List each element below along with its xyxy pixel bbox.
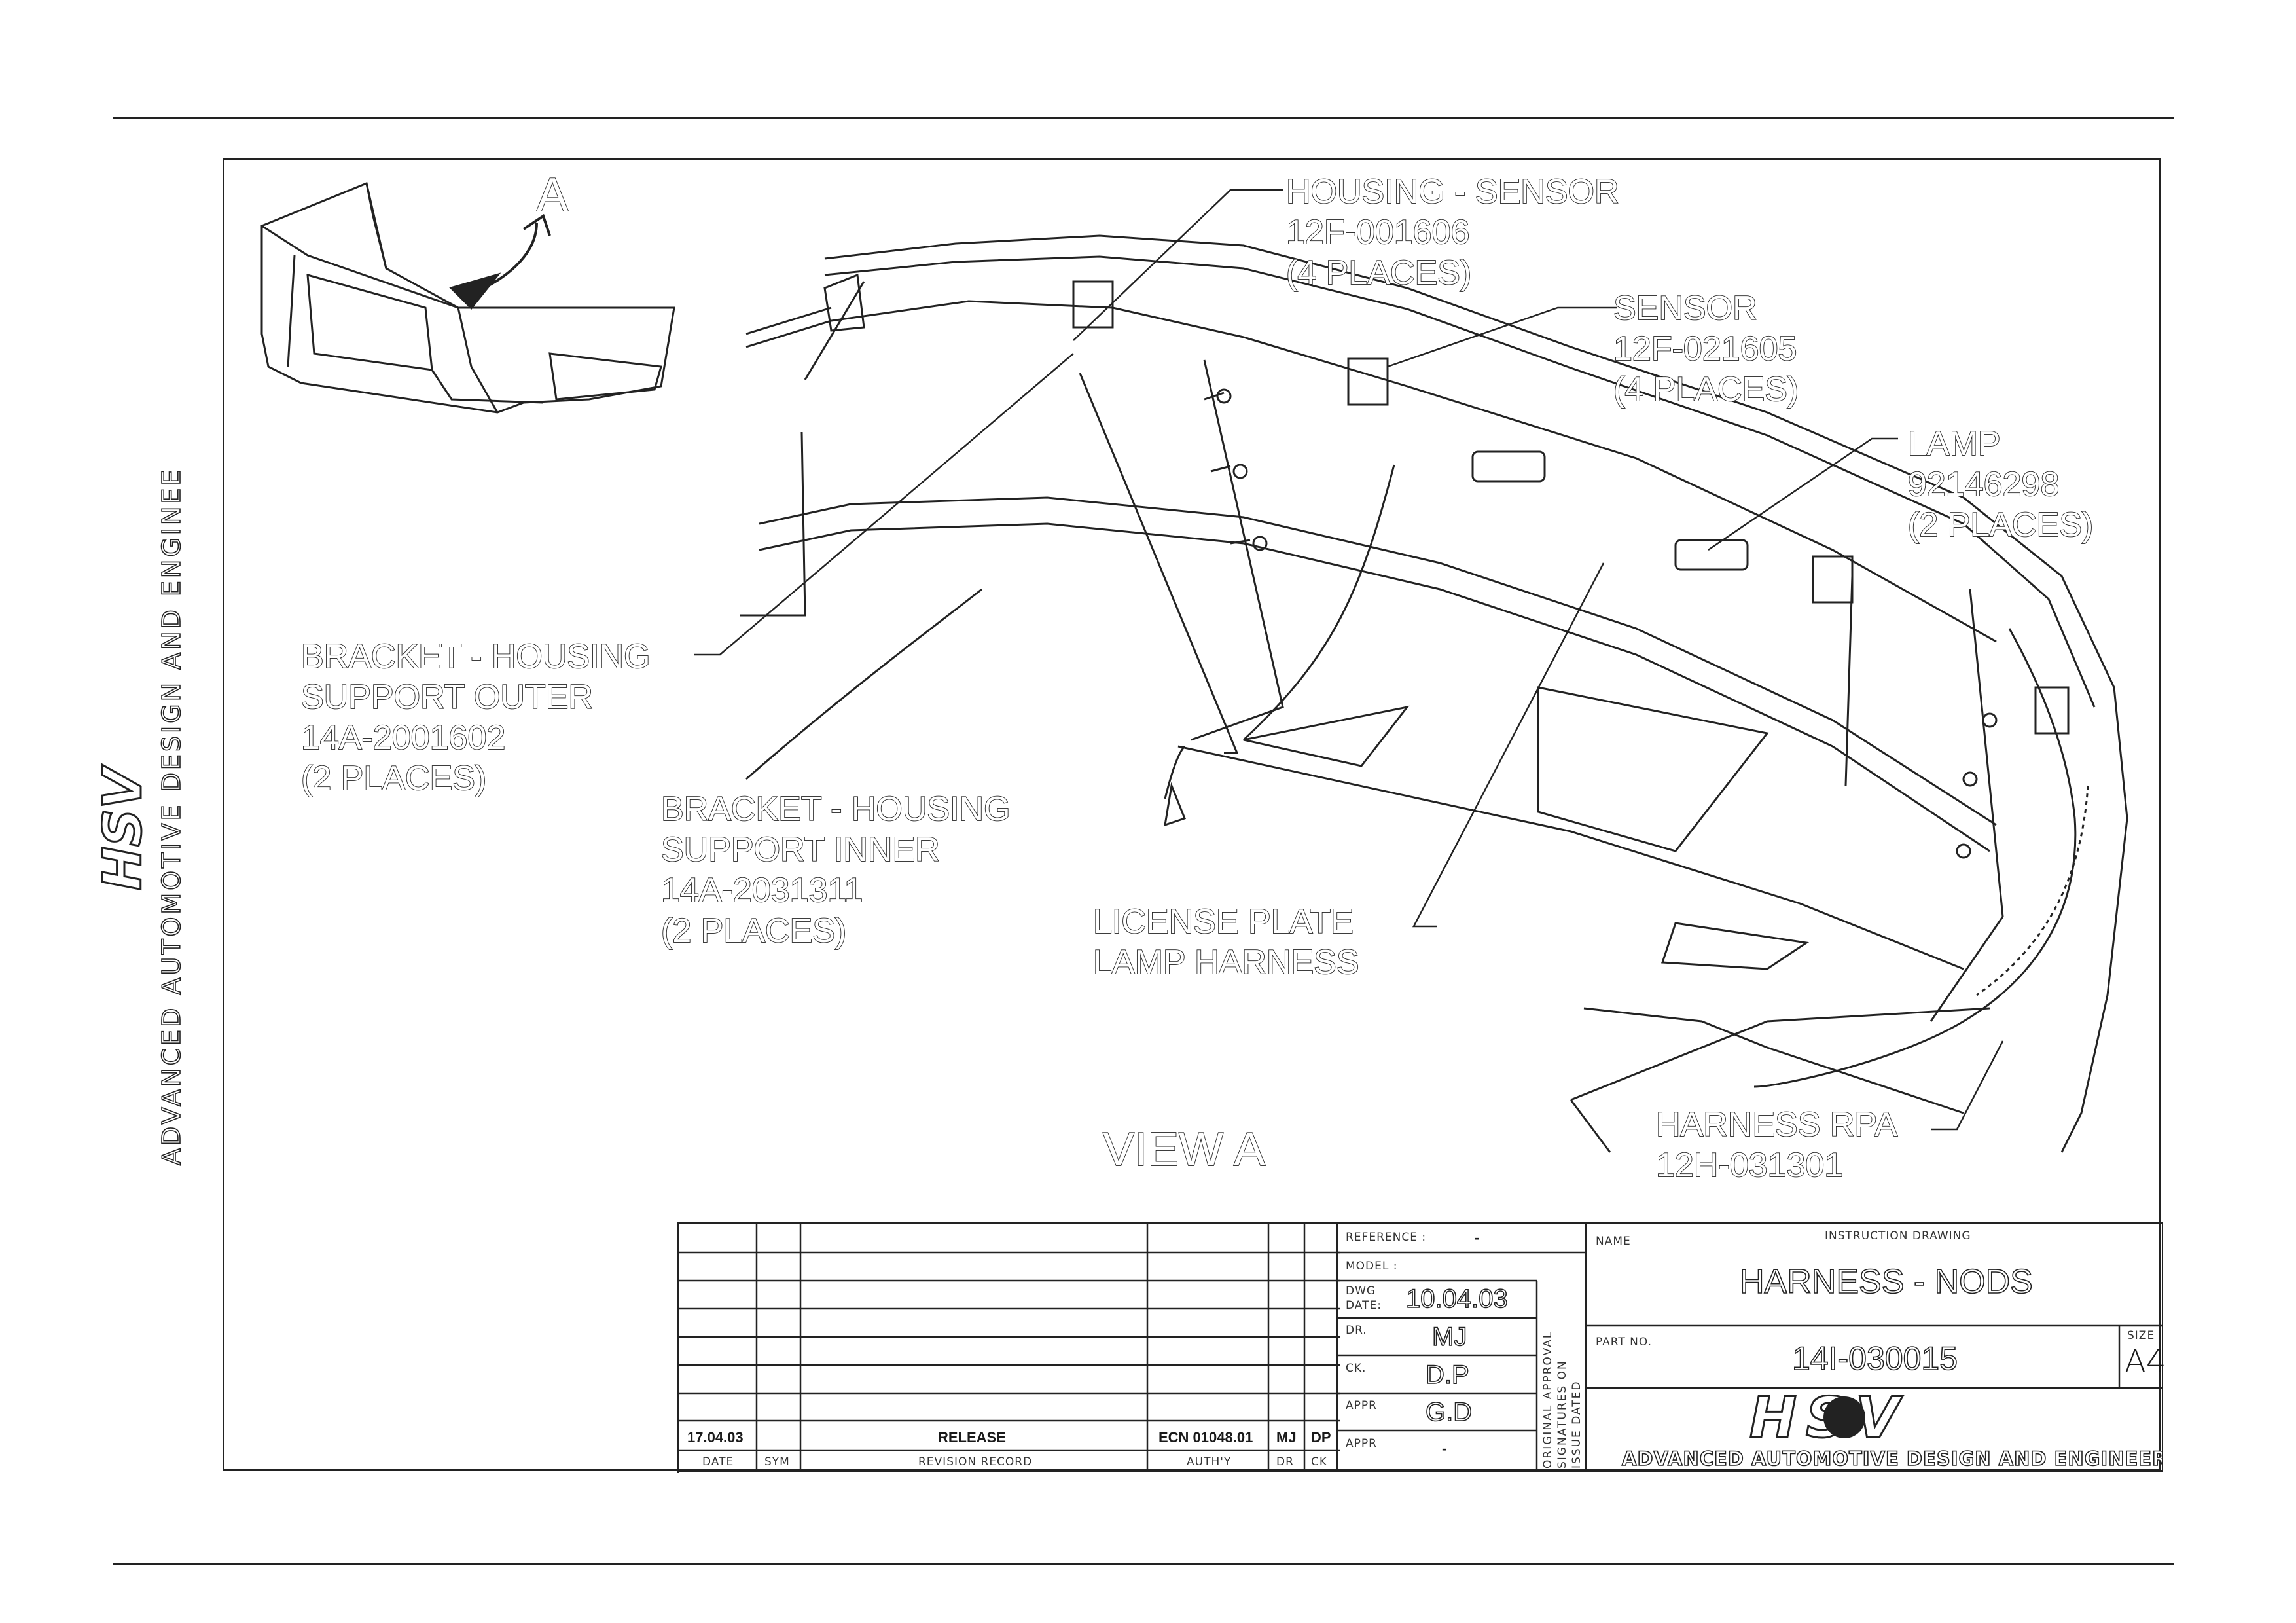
model-label: MODEL : — [1346, 1260, 1398, 1273]
svg-text:(2 PLACES): (2 PLACES) — [1908, 506, 2093, 544]
header-sym: SYM — [764, 1455, 790, 1468]
lion-emblem-icon — [1823, 1396, 1865, 1438]
svg-text:HARNESS RPA: HARNESS RPA — [1656, 1106, 1897, 1144]
revision-auth: ECN 01048.01 — [1158, 1429, 1253, 1446]
svg-text:12F-001606: 12F-001606 — [1286, 213, 1469, 251]
reference-label: REFERENCE : — [1346, 1231, 1427, 1244]
svg-text:LAMP: LAMP — [1908, 425, 2001, 463]
view-arrow — [449, 213, 551, 310]
side-logo-text: HSV — [101, 764, 153, 890]
svg-text:SUPPORT INNER: SUPPORT INNER — [661, 831, 940, 869]
view-letter: A — [537, 169, 568, 221]
callout-lamp: LAMP 92146298 (2 PLACES) — [1907, 424, 2094, 545]
side-tagline: ADVANCED AUTOMOTIVE DESIGN AND ENGINEERI… — [157, 471, 186, 1165]
svg-text:SIGNATURES ON: SIGNATURES ON — [1556, 1360, 1569, 1468]
header-date: DATE — [702, 1455, 734, 1468]
part-no: 14I-030015 — [1791, 1340, 1958, 1377]
svg-text:BRACKET - HOUSING: BRACKET - HOUSING — [301, 638, 651, 676]
ck-label: CK. — [1346, 1362, 1367, 1375]
svg-text:(4 PLACES): (4 PLACES) — [1286, 254, 1471, 292]
svg-text:ISSUE DATED: ISSUE DATED — [1570, 1380, 1583, 1468]
svg-text:HOUSING - SENSOR: HOUSING - SENSOR — [1286, 173, 1619, 211]
svg-text:BRACKET - HOUSING: BRACKET - HOUSING — [661, 790, 1011, 828]
side-brand: ADVANCED AUTOMOTIVE DESIGN AND ENGINEERI… — [92, 393, 232, 1178]
svg-text:14A-2031311: 14A-2031311 — [661, 871, 863, 909]
svg-text:92146298: 92146298 — [1908, 465, 2059, 503]
svg-text:SUPPORT OUTER: SUPPORT OUTER — [301, 678, 593, 716]
bottom-rule — [113, 1563, 2174, 1565]
svg-text:ORIGINAL APPROVAL: ORIGINAL APPROVAL — [1541, 1331, 1554, 1468]
dr-label: DR. — [1346, 1324, 1367, 1337]
car-inset — [260, 181, 675, 414]
svg-text:LICENSE PLATE: LICENSE PLATE — [1093, 903, 1354, 941]
svg-text:(2 PLACES): (2 PLACES) — [301, 759, 486, 797]
side-logo-icon: ADVANCED AUTOMOTIVE DESIGN AND ENGINEERI… — [92, 393, 187, 1166]
header-revision-record: REVISION RECORD — [918, 1455, 1033, 1468]
appr2-label: APPR — [1346, 1437, 1377, 1450]
size-value: A4 — [2125, 1343, 2166, 1380]
hsv-logo-icon: HSV — [1749, 1388, 1908, 1451]
svg-text:LAMP HARNESS: LAMP HARNESS — [1093, 943, 1359, 981]
title-block-grid — [679, 1224, 2163, 1472]
ck-value: D.P — [1425, 1360, 1469, 1390]
header-ck: CK — [1311, 1455, 1328, 1468]
revision-dr: MJ — [1276, 1429, 1297, 1446]
leader-lines — [694, 189, 2004, 1131]
drawing-type: INSTRUCTION DRAWING — [1825, 1230, 1971, 1243]
svg-text:12F-021605: 12F-021605 — [1613, 330, 1797, 368]
svg-text:SENSOR: SENSOR — [1613, 289, 1757, 327]
approval-note: ORIGINAL APPROVAL SIGNATURES ON ISSUE DA… — [1541, 1331, 1583, 1468]
appr-value: G.D — [1425, 1397, 1473, 1427]
part-no-label: PART NO. — [1596, 1336, 1652, 1349]
drawing-frame — [223, 158, 2161, 1471]
revision-record: RELEASE — [938, 1429, 1006, 1446]
reference-value: - — [1475, 1230, 1480, 1246]
title-block: 17.04.03 RELEASE ECN 01048.01 MJ DP DATE… — [677, 1222, 2166, 1473]
title-block-logo: HSV ADVANCED AUTOMOTIVE DESIGN AND ENGIN… — [1621, 1388, 2162, 1470]
callout-harness-rpa: HARNESS RPA 12H-031301 — [1655, 1105, 1898, 1185]
drawing-name: HARNESS - NODS — [1739, 1262, 2033, 1302]
dwg-date-label-2: DATE: — [1346, 1299, 1382, 1312]
size-label: SIZE — [2127, 1329, 2155, 1342]
appr-label: APPR — [1346, 1399, 1377, 1412]
revision-ck: DP — [1311, 1429, 1331, 1446]
svg-text:14A-2001602: 14A-2001602 — [301, 719, 505, 757]
callout-bracket-outer: BRACKET - HOUSING SUPPORT OUTER 14A-2001… — [300, 637, 651, 798]
dwg-date-label-1: DWG — [1346, 1285, 1376, 1298]
title-block-tagline: ADVANCED AUTOMOTIVE DESIGN AND ENGINEERI… — [1622, 1448, 2162, 1470]
appr2-value: - — [1442, 1440, 1447, 1457]
svg-text:(2 PLACES): (2 PLACES) — [661, 912, 846, 950]
dr-value: MJ — [1431, 1322, 1467, 1352]
svg-text:(4 PLACES): (4 PLACES) — [1613, 371, 1799, 409]
view-title: VIEW A — [1103, 1123, 1265, 1176]
callout-bracket-inner: BRACKET - HOUSING SUPPORT INNER 14A-2031… — [660, 790, 1011, 951]
header-dr: DR — [1276, 1455, 1294, 1468]
callout-housing-sensor: HOUSING - SENSOR 12F-001606 (4 PLACES) — [1285, 172, 1619, 293]
name-label: NAME — [1596, 1235, 1631, 1248]
header-auth: AUTH'Y — [1187, 1455, 1232, 1468]
revision-date: 17.04.03 — [687, 1429, 744, 1446]
bumper-outline — [740, 234, 2128, 1153]
top-rule — [113, 117, 2174, 119]
callout-sensor: SENSOR 12F-021605 (4 PLACES) — [1613, 289, 1799, 409]
svg-text:12H-031301: 12H-031301 — [1656, 1146, 1843, 1184]
callout-license-plate: LICENSE PLATE LAMP HARNESS — [1092, 902, 1359, 982]
dwg-date: 10.04.03 — [1405, 1284, 1508, 1314]
